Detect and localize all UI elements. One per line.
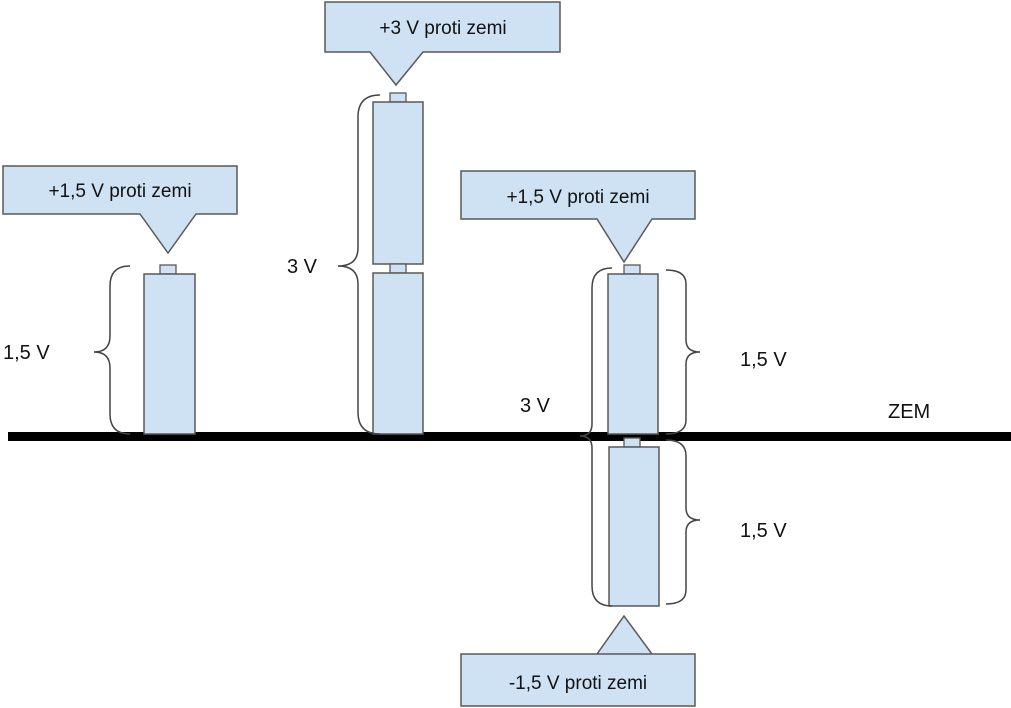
- group-single-cell: +1,5 V proti zemi 1,5 V: [2, 165, 238, 435]
- span-label-3v: 3 V: [287, 256, 318, 278]
- callout-plus-1-5v: [2, 165, 238, 255]
- callout-plus-3v-text: +3 V proti zemi: [379, 18, 506, 39]
- cell-2-top-body: [372, 101, 424, 265]
- callout-minus-1-5v-text: -1,5 V proti zemi: [509, 673, 647, 694]
- ground-label: ZEM: [888, 401, 930, 423]
- callout-plus-1-5v-right-text: +1,5 V proti zemi: [506, 187, 649, 208]
- cell-2-bottom-body: [372, 272, 424, 435]
- cell-3-upper-body: [607, 273, 659, 435]
- callout-plus-3v: [324, 1, 561, 87]
- cell-2-bottom-cap: [389, 263, 407, 274]
- span-label-1-5v-lower: 1,5 V: [740, 520, 787, 542]
- cell-1-body: [143, 273, 196, 435]
- cell-3-lower-cap: [623, 437, 641, 448]
- span-label-1-5v: 1,5 V: [3, 342, 50, 364]
- callout-plus-1-5v-text: +1,5 V proti zemi: [48, 181, 191, 202]
- brace-3v-total: [579, 267, 613, 607]
- brace-1-5v-lower: [665, 439, 701, 605]
- callout-minus-1-5v: [460, 614, 696, 707]
- group-two-cells-series: +3 V proti zemi 3 V: [287, 1, 561, 435]
- cell-1-cap: [159, 264, 177, 275]
- cell-3-lower-body: [608, 446, 660, 607]
- span-label-3v-total: 3 V: [520, 395, 551, 417]
- brace-1-5v: [93, 265, 131, 435]
- ground-line: [8, 432, 1011, 441]
- span-label-1-5v-upper: 1,5 V: [740, 349, 787, 371]
- cell-2-top-cap: [389, 92, 407, 103]
- cell-3-upper-cap: [623, 264, 641, 275]
- callout-plus-1-5v-right: [460, 170, 696, 264]
- brace-3v: [337, 94, 381, 435]
- brace-1-5v-upper: [665, 269, 701, 435]
- group-split-cells: +1,5 V proti zemi -1,5 V proti zemi 3 V …: [460, 170, 787, 707]
